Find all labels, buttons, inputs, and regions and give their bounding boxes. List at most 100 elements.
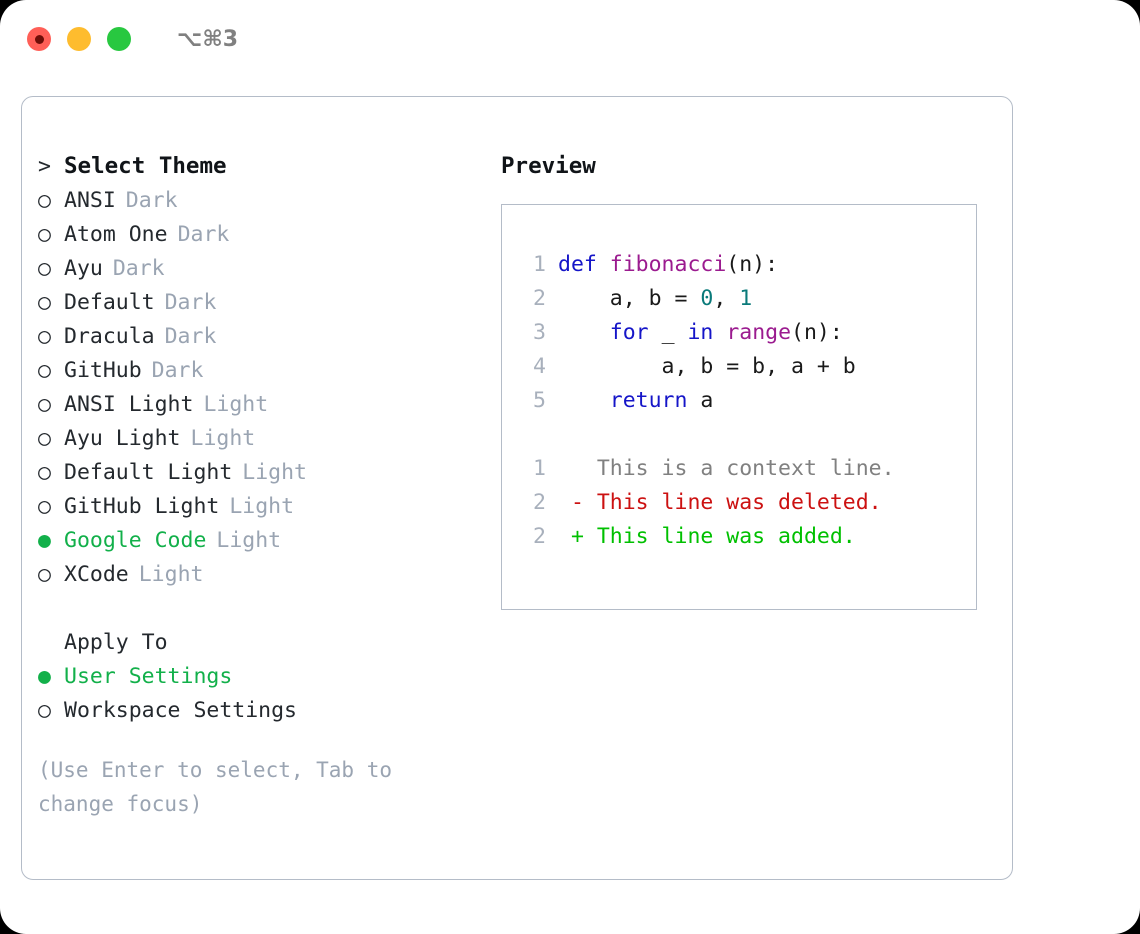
apply-to-option-label: User Settings bbox=[64, 663, 233, 689]
theme-option-dracula-dark[interactable]: ○ Dracula Dark bbox=[38, 319, 478, 353]
code-line: 5 return a bbox=[502, 383, 976, 417]
radio-icon[interactable]: ○ bbox=[38, 187, 51, 213]
theme-name: Ayu Light bbox=[64, 425, 181, 451]
heading-prefix-caret: > bbox=[38, 153, 64, 179]
heading-indent: . bbox=[38, 630, 64, 655]
theme-variant: Dark bbox=[112, 255, 165, 281]
radio-icon[interactable]: ○ bbox=[38, 459, 51, 485]
code-diff-spacer bbox=[502, 417, 976, 451]
code-token-txt: a bbox=[687, 387, 714, 413]
line-number: 3 bbox=[533, 319, 546, 345]
theme-variant: Light bbox=[216, 527, 282, 553]
select-theme-heading: > Select Theme bbox=[38, 149, 478, 183]
apply-to-heading: .Apply To bbox=[38, 625, 478, 659]
code-token-txt: , bbox=[713, 285, 740, 311]
radio-selected-icon[interactable]: ● bbox=[38, 663, 51, 689]
radio-icon[interactable]: ○ bbox=[38, 391, 51, 417]
code-token-kw: in bbox=[687, 319, 714, 345]
radio-icon[interactable]: ○ bbox=[38, 493, 51, 519]
line-number: 2 bbox=[533, 523, 546, 549]
theme-option-ayu-dark[interactable]: ○ Ayu Dark bbox=[38, 251, 478, 285]
close-button[interactable] bbox=[27, 27, 51, 51]
theme-name: GitHub bbox=[64, 357, 142, 383]
theme-variant: Light bbox=[203, 391, 269, 417]
diff-line: 2 + This line was added. bbox=[502, 519, 976, 553]
line-number: 2 bbox=[533, 489, 546, 515]
theme-variant: Light bbox=[242, 459, 308, 485]
diff-line: 2 - This line was deleted. bbox=[502, 485, 976, 519]
radio-icon[interactable]: ○ bbox=[38, 425, 51, 451]
theme-name: Google Code bbox=[64, 527, 207, 553]
minimize-button[interactable] bbox=[67, 27, 91, 51]
code-token-num: 1 bbox=[739, 285, 753, 311]
radio-icon[interactable]: ○ bbox=[38, 289, 51, 315]
section-spacer bbox=[38, 591, 478, 625]
code-token-txt bbox=[558, 320, 610, 345]
theme-name: Ayu bbox=[64, 255, 103, 281]
code-token-txt: a, b = bbox=[558, 285, 701, 311]
theme-variant: Dark bbox=[125, 187, 178, 213]
theme-variant: Dark bbox=[164, 323, 217, 349]
theme-option-default-light[interactable]: ○ Default Light Light bbox=[38, 455, 478, 489]
theme-variant: Dark bbox=[151, 357, 204, 383]
code-token-kw: return bbox=[609, 387, 688, 413]
code-token-txt: (n): bbox=[791, 319, 843, 345]
radio-icon[interactable]: ○ bbox=[38, 561, 51, 587]
window-titlebar: ⌥⌘3 bbox=[0, 0, 1140, 78]
keyboard-hint-text: (Use Enter to select, Tab to change focu… bbox=[38, 758, 393, 816]
theme-name: ANSI bbox=[64, 187, 116, 213]
code-token-txt: (n): bbox=[726, 251, 779, 277]
radio-icon[interactable]: ○ bbox=[38, 697, 51, 723]
code-token-fn: range bbox=[726, 319, 792, 345]
code-line: 3 for _ in range(n): bbox=[502, 315, 976, 349]
code-token-add: + This line was added. bbox=[558, 523, 856, 549]
radio-icon[interactable]: ○ bbox=[38, 357, 51, 383]
theme-name: Default Light bbox=[64, 459, 233, 485]
code-token-del: - This line was deleted. bbox=[558, 489, 882, 515]
radio-icon[interactable]: ○ bbox=[38, 221, 51, 247]
apply-to-option-user-settings[interactable]: ● User Settings bbox=[38, 659, 478, 693]
theme-variant: Light bbox=[229, 493, 295, 519]
code-token-ctx: This is a context line. bbox=[558, 455, 895, 481]
theme-name: Dracula bbox=[64, 323, 155, 349]
keyboard-shortcut-label: ⌥⌘3 bbox=[177, 26, 239, 52]
theme-option-atom-one-dark[interactable]: ○ Atom One Dark bbox=[38, 217, 478, 251]
diff-sample: 1 This is a context line.2 - This line w… bbox=[502, 451, 976, 553]
code-token-fn: fibonacci bbox=[609, 251, 727, 277]
code-line: 1 def fibonacci(n): bbox=[502, 247, 976, 281]
radio-icon[interactable]: ○ bbox=[38, 323, 51, 349]
theme-option-google-code-light[interactable]: ● Google Code Light bbox=[38, 523, 478, 557]
line-number: 1 bbox=[533, 455, 546, 481]
theme-variant: Light bbox=[138, 561, 204, 587]
line-number: 4 bbox=[533, 353, 546, 379]
radio-icon[interactable]: ○ bbox=[38, 255, 51, 281]
apply-to-heading-label: Apply To bbox=[64, 629, 168, 655]
apply-to-option-workspace-settings[interactable]: ○Workspace Settings bbox=[38, 693, 478, 727]
maximize-button[interactable] bbox=[107, 27, 131, 51]
radio-selected-icon[interactable]: ● bbox=[38, 527, 51, 553]
theme-option-github-dark[interactable]: ○ GitHub Dark bbox=[38, 353, 478, 387]
code-line: 4 a, b = b, a + b bbox=[502, 349, 976, 383]
line-number: 5 bbox=[533, 387, 546, 413]
theme-variant: Dark bbox=[177, 221, 230, 247]
theme-option-ansi-dark[interactable]: ○ ANSI Dark bbox=[38, 183, 478, 217]
line-number: 1 bbox=[533, 251, 546, 277]
theme-variant: Dark bbox=[164, 289, 217, 315]
code-token-num: 0 bbox=[700, 285, 714, 311]
code-token-txt bbox=[713, 320, 726, 345]
diff-line: 1 This is a context line. bbox=[502, 451, 976, 485]
code-token-kw: def bbox=[558, 251, 610, 277]
preview-heading: Preview bbox=[501, 153, 596, 179]
theme-name: Atom One bbox=[64, 221, 168, 247]
code-token-txt: _ bbox=[648, 319, 688, 345]
select-theme-heading-label: Select Theme bbox=[64, 153, 227, 179]
